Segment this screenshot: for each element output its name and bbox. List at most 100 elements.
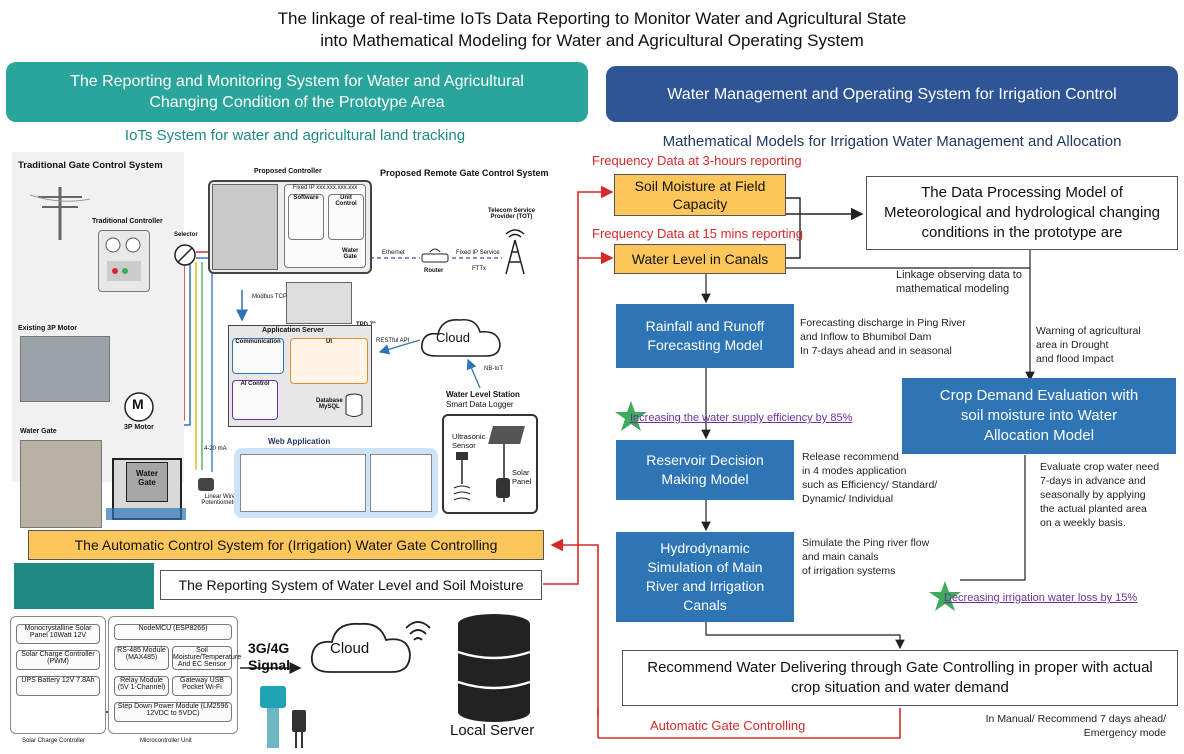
reservoir-box: Reservoir Decision Making Model: [616, 440, 794, 500]
signal-line-2: Signal: [248, 657, 291, 673]
cloud-2-label: Cloud: [330, 640, 370, 657]
warning-note-1: Warning of agricultural: [1036, 325, 1141, 337]
sc-caption: Solar Charge Controller: [22, 738, 86, 744]
database-line-1: Database: [316, 398, 343, 404]
water-gate-box: Water Gate: [126, 462, 168, 502]
rainfall-line-1: Rainfall and Runoff: [645, 318, 765, 334]
water-gate-photo-label: Water Gate: [20, 428, 57, 435]
left-subheading: IoTs System for water and agricultural l…: [124, 127, 466, 144]
sc-item-2: Solar Charge Controller (PWM): [16, 650, 100, 670]
hydrodynamic-box: Hydrodynamic Simulation of Main River an…: [616, 532, 794, 622]
unit-control-label: Unit Control: [335, 195, 357, 207]
router-label: Router: [424, 268, 444, 274]
crop-demand-line-1: Crop Demand Evaluation with: [939, 387, 1139, 404]
rainfall-runoff-box: Rainfall and Runoff Forecasting Model: [616, 304, 794, 368]
app-server-label: Application Server: [262, 327, 324, 334]
existing-motor-label: Existing 3P Motor: [18, 325, 77, 332]
potentiometer-icon: [198, 478, 214, 491]
reporting-system-label: The Reporting System of Water Level and …: [178, 577, 524, 593]
ethernet-label: Ethernet: [382, 250, 405, 256]
water-gate-small-line-1: Water: [342, 248, 359, 254]
ultrasonic-line-2: Sensor: [452, 441, 476, 450]
rainfall-note-1: Forecasting discharge in Ping River: [800, 317, 966, 329]
mcu-item-6: Step Down Power Module (LM2596 12VDC to …: [114, 702, 232, 722]
title-line-2: into Mathematical Modeling for Water and…: [320, 31, 864, 50]
ui-label: UI: [326, 339, 332, 345]
smart-logger-label: Smart Data Logger: [446, 400, 514, 409]
evaluate-note-2: 7-days in advance and: [1040, 475, 1146, 487]
reservoir-line-2: Making Model: [661, 471, 749, 487]
wl-station-label: Water Level Station: [446, 390, 520, 399]
communication-label: Communication: [235, 339, 281, 345]
water-gate-box-line-2: Gate: [138, 478, 156, 487]
data-processing-line-1: The Data Processing Model of: [921, 184, 1123, 201]
selector-icon: [174, 244, 196, 266]
motor-label: 3P Motor: [124, 424, 154, 431]
ma-label: 4-20 mA: [204, 446, 227, 452]
rainfall-line-2: Forecasting Model: [647, 337, 763, 353]
restful-label: RESTful API: [376, 338, 410, 344]
crop-demand-line-2: soil moisture into Water: [960, 407, 1118, 424]
reservoir-line-1: Reservoir Decision: [646, 452, 764, 468]
rainfall-note-3: In 7-days ahead and in seasonal: [800, 345, 952, 357]
ai-control-label: AI Control: [240, 381, 270, 387]
water-gate-small-label: Water Gate: [342, 248, 358, 260]
left-banner-line-1: The Reporting and Monitoring System for …: [70, 73, 524, 90]
right-banner: Water Management and Operating System fo…: [606, 66, 1178, 122]
main-title: The linkage of real-time IoTs Data Repor…: [0, 8, 1184, 52]
simulate-note-1: Simulate the Ping river flow: [802, 537, 930, 549]
increase-note: Increasing the water supply efficiency b…: [630, 412, 853, 424]
left-banner-line-2: Changing Condition of the Prototype Area: [149, 94, 445, 111]
software-box: Software: [288, 194, 324, 240]
mcu-item-4: Relay Module (5V 1-Channel): [114, 676, 169, 696]
router-icon: [421, 248, 449, 263]
rainfall-note: Forecasting discharge in Ping River and …: [800, 316, 966, 358]
evaluate-note-4: the actual planted area: [1040, 503, 1147, 515]
water-level-label: Water Level in Canals: [631, 251, 769, 267]
recommend-box: Recommend Water Delivering through Gate …: [622, 650, 1178, 706]
water-gate-box-line-1: Water: [136, 469, 158, 478]
local-server-icon: [457, 614, 531, 722]
station-sketch: [453, 426, 525, 502]
telecom-line-2: Provider (TOT): [490, 214, 533, 220]
manual-line-1: In Manual/ Recommend 7 days ahead/: [985, 713, 1166, 725]
mcu-item-3: Soil Moisture/Temperature And EC Sensor: [172, 646, 242, 670]
evaluate-note-3: seasonally by applying: [1040, 489, 1146, 501]
solar-line-2: Panel: [512, 477, 532, 486]
database-icon: [345, 393, 363, 417]
warning-note-3: and flood Impact: [1036, 353, 1114, 365]
unit-control-box: Unit Control: [328, 194, 364, 240]
ultrasonic-line-1: Ultrasonic: [452, 432, 486, 441]
rainfall-note-2: and Inflow to Bhumibol Dam: [800, 331, 932, 343]
motor-symbol: M: [132, 396, 144, 412]
mcu-caption: Microcontroller Unit: [140, 738, 192, 744]
web-app-label: Web Application: [268, 437, 331, 446]
signal-line-1: 3G/4G: [248, 640, 290, 656]
ultrasonic-label: Ultrasonic Sensor: [452, 432, 485, 450]
local-server-label: Local Server: [450, 722, 535, 739]
database-label: Database MySQL: [316, 398, 343, 410]
simulate-note-2: and main canals: [802, 551, 879, 563]
manual-line-2: Emergency mode: [1083, 727, 1166, 739]
auto-gate-label: Automatic Gate Controlling: [650, 718, 806, 733]
water-gate-small-line-2: Gate: [343, 254, 357, 260]
evaluate-note-5: on a weekly basis.: [1040, 517, 1126, 529]
title-line-1: The linkage of real-time IoTs Data Repor…: [277, 9, 907, 28]
mcu-item-2: RS-485 Module (MAX485): [114, 646, 169, 670]
fixed-ip-service-label: Fixed IP Service: [456, 250, 500, 256]
water-gate-photo: [20, 440, 102, 528]
potentiometer-label: Linear Wire Potentiometer: [198, 494, 242, 506]
cloud-icon: [420, 318, 501, 357]
data-processing-line-3: conditions in the prototype are: [921, 224, 1123, 241]
power-pole-icon: [30, 187, 90, 240]
solar-line-1: Solar: [512, 468, 530, 477]
communication-box: Communication: [232, 338, 284, 374]
traditional-controller-label: Traditional Controller: [92, 218, 163, 225]
data-processing-line-2: Meteorological and hydrological changing: [883, 204, 1160, 221]
water-surface: [106, 508, 186, 520]
telecom-label: Telecom Service Provider (TOT): [488, 208, 535, 220]
automatic-control-box: The Automatic Control System for (Irriga…: [28, 530, 544, 560]
manual-note: In Manual/ Recommend 7 days ahead/ Emerg…: [960, 712, 1166, 740]
traditional-panel: [12, 152, 184, 482]
modbus-label: Modbus TCP: [252, 294, 287, 300]
